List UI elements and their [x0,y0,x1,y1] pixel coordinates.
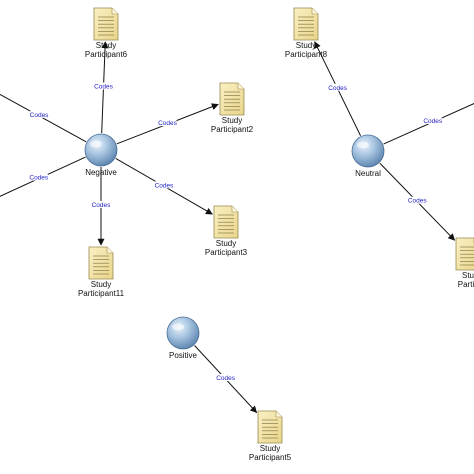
sphere-highlight [90,140,102,148]
edge-label-background [29,173,48,181]
edge-label-background [158,119,177,127]
edge-label-background [92,201,110,208]
edge-label-background [408,196,427,204]
document-label-line2: Participant3 [205,248,248,257]
document-label-line2: Participant8 [285,50,328,59]
edge-label-background [423,117,442,125]
edge-label-background [216,374,235,382]
edge-label-codes: Codes [94,84,114,91]
document-label-line1: Study [91,280,111,289]
document-label-line1: Study [222,116,242,125]
edge-label-background [154,181,173,189]
edge-label-codes: Codes [29,175,49,182]
document-node-pr[interactable]: StuPartic [455,237,474,289]
document-label-line2: Partic [458,280,474,289]
code-label-positive: Positive [169,351,198,360]
edge-label-codes: Codes [328,85,348,92]
page-fold [311,8,318,15]
edge-label-background [30,110,49,118]
sphere-icon [166,316,200,350]
edge-label-codes: Codes [408,198,428,205]
edge-label-codes: Codes [92,202,112,209]
edge-label-background [94,82,113,90]
edge-label-background [328,83,347,91]
sphere-highlight [357,141,369,149]
page-fold [106,247,113,254]
document-label-line2: Participant2 [211,125,254,134]
document-label-line2: Participant11 [78,289,125,298]
document-label-line2: Participant5 [249,453,292,462]
code-node-neutral[interactable]: Neutral [351,134,385,178]
edge-label-codes: Codes [155,182,175,189]
code-label-negative: Negative [85,168,117,177]
sphere-highlight [172,323,184,331]
sphere-icon [84,133,118,167]
document-label-line1: Study [296,41,316,50]
document-label-line1: Study [96,41,116,50]
document-label-line2: Participant6 [85,50,128,59]
code-node-negative[interactable]: Negative [84,133,118,177]
page-fold [231,206,238,213]
edge-label-codes: Codes [158,120,178,127]
document-label-line1: Stu [462,271,474,280]
page-fold [275,411,282,418]
document-label-line1: Study [216,239,236,248]
code-label-neutral: Neutral [355,169,381,178]
code-node-positive[interactable]: Positive [166,316,200,360]
page-fold [237,83,244,90]
page-fold [111,8,118,15]
edge-label-codes: Codes [216,375,236,382]
edge-label-codes: Codes [423,118,443,125]
sphere-icon [351,134,385,168]
edge-label-codes: Codes [30,112,50,119]
document-label-line1: Study [260,444,280,453]
